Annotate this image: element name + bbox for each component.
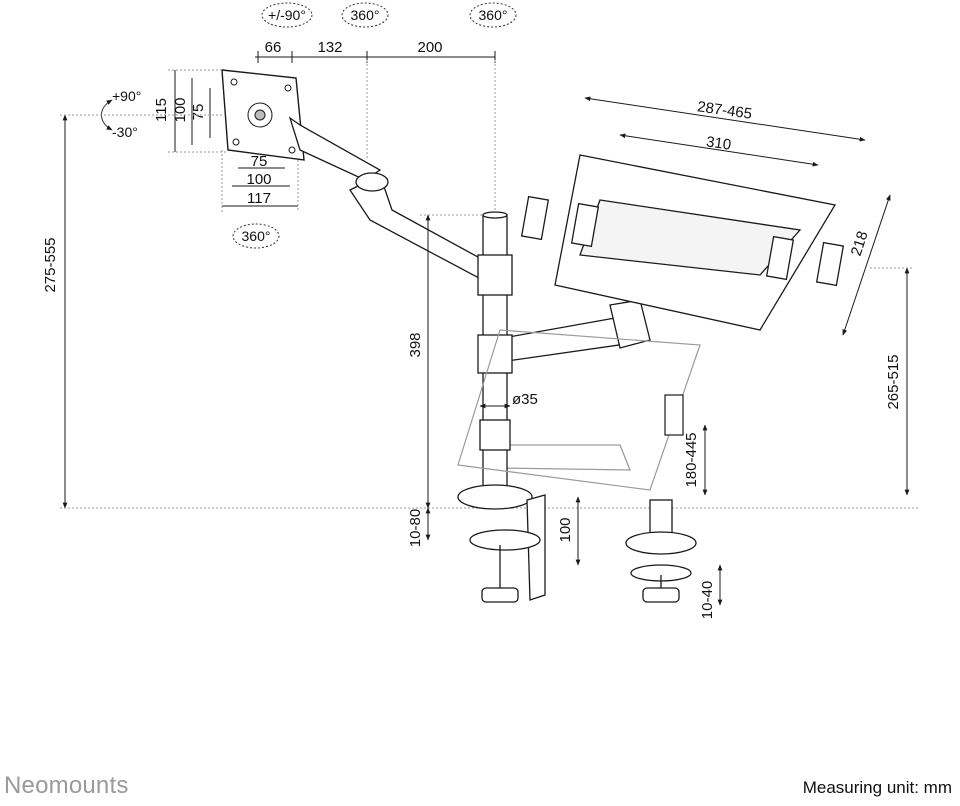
arm-b-label: 132 [317, 39, 342, 56]
pole-height-label: 398 [407, 332, 424, 357]
rotation-badge-vesa: 360° [232, 223, 280, 249]
laptop-arm [489, 299, 651, 471]
tray-depth-label: 218 [848, 229, 872, 258]
clamp-depth-label: 100 [557, 517, 574, 542]
arm-a-label: 66 [265, 39, 282, 56]
desk-clamp [457, 484, 546, 603]
total-height-label: 275-555 [42, 237, 59, 292]
arm-c-label: 200 [417, 39, 442, 56]
tray-inner-label: 310 [705, 133, 732, 153]
grommet-range-label: 10-40 [699, 581, 716, 619]
rotation-badge-swivel-2: 360° [469, 2, 517, 28]
pole [477, 211, 513, 496]
vesa-rotation-label: 360° [242, 228, 271, 244]
clamp-range-label: 10-80 [407, 509, 424, 547]
vesa-plate [221, 69, 305, 161]
vesa-w-max-label: 117 [247, 190, 271, 207]
tray-dimensions [584, 96, 912, 496]
tilt-down-label: -30° [112, 124, 138, 140]
vesa-h-min-label: 75 [190, 104, 207, 121]
monitor-arm [288, 116, 499, 286]
vesa-h-max-label: 115 [153, 98, 170, 122]
rotation-badge-tilt: +/-90° [261, 2, 313, 28]
tilt-indicator: +90° -30° [101, 88, 141, 140]
tilt-up-label: +90° [112, 88, 141, 104]
lower-tray-height-label: 180-445 [683, 432, 700, 487]
tray-height-label: 265-515 [885, 354, 902, 409]
vesa-dimensions [168, 69, 299, 212]
grommet-mount [625, 499, 697, 603]
tray-width-label: 287-465 [696, 98, 753, 122]
laptop-tray-upper [520, 154, 845, 331]
neomounts-logo: Neomounts [4, 772, 129, 799]
vesa-h-mid-label: 100 [172, 97, 189, 122]
pole-diameter-label: ø35 [512, 391, 538, 408]
swivel-1-label: 360° [351, 7, 380, 23]
rotation-badge-swivel-1: 360° [341, 2, 389, 28]
arm-length-dimensions [255, 51, 496, 210]
tilt-rotation-label: +/-90° [268, 7, 306, 23]
swivel-2-label: 360° [479, 7, 508, 23]
measuring-unit-note: Measuring unit: mm [802, 778, 952, 797]
vesa-w-mid-label: 100 [246, 171, 271, 188]
laptop-tray-lower [457, 329, 701, 491]
vesa-w-min-label: 75 [251, 153, 268, 170]
